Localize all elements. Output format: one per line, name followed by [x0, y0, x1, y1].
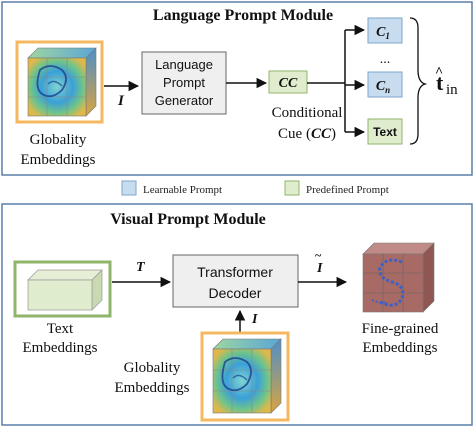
svg-text:~: ~: [315, 248, 322, 262]
legend-predefined-label: Predefined Prompt: [306, 184, 389, 196]
svg-text:^: ^: [435, 65, 443, 80]
legend-learnable-swatch: [121, 180, 137, 196]
language-prompt-module: Language Prompt Module Globality Embeddi…: [1, 1, 473, 176]
fine-grained-line2: Embeddings: [363, 340, 438, 356]
output-t-in: t ^ in: [435, 65, 458, 98]
legend-predefined-swatch: [284, 180, 300, 196]
prompt-brace: [409, 17, 428, 145]
language-prompt-generator-box: [141, 51, 227, 115]
prompt-cn-label: Cn: [376, 79, 390, 95]
text-embeddings-line1: Text: [47, 321, 74, 337]
cc-box: [268, 70, 308, 94]
arrow-label-i: I: [117, 93, 125, 109]
decoder-line1: Transformer: [197, 264, 273, 280]
prompt-text-label: Text: [373, 125, 397, 139]
globality-label-line1: Globality: [30, 132, 87, 148]
prompt-c1-box: [367, 17, 403, 44]
globality-embeddings-cube-top: [15, 40, 104, 124]
cc-box-label: CC: [279, 76, 298, 91]
prompt-text-box: [367, 118, 403, 145]
svg-text:t: t: [436, 70, 444, 95]
generator-line1: Language: [155, 57, 213, 72]
fine-grained-line1: Fine-grained: [362, 321, 439, 337]
text-embeddings-line2: Embeddings: [23, 340, 98, 356]
prompt-c1-label: C1: [376, 25, 390, 41]
cc-caption-line2: Cue (CC): [278, 126, 336, 142]
globality-embeddings-cube-bottom: [200, 331, 290, 422]
decoder-line2: Decoder: [209, 285, 262, 301]
text-embeddings-block: [13, 260, 112, 318]
legend-learnable-label: Learnable Prompt: [143, 184, 222, 196]
fine-grained-embeddings-cube: [362, 242, 435, 313]
globality-bottom-line1: Globality: [124, 360, 181, 376]
svg-text:in: in: [446, 82, 458, 98]
globality-bottom-line2: Embeddings: [115, 380, 190, 396]
svg-text:I: I: [316, 261, 323, 276]
prompt-dots: ...: [380, 52, 391, 67]
transformer-decoder-box: [172, 254, 299, 308]
arrow-i-tilde-label: I ~: [315, 248, 323, 276]
globality-label-line2: Embeddings: [21, 152, 96, 168]
generator-line2: Prompt: [163, 75, 205, 90]
visual-module-title: Visual Prompt Module: [110, 211, 266, 228]
branch-connectors: [307, 24, 366, 138]
language-module-title: Language Prompt Module: [153, 7, 333, 24]
prompt-cn-box: [367, 71, 403, 98]
arrow-i-label: I: [251, 312, 258, 327]
generator-line3: Generator: [155, 93, 214, 108]
arrow-t-label: T: [136, 260, 146, 275]
cc-caption-line1: Conditional: [272, 105, 343, 121]
visual-prompt-module: Visual Prompt Module Text Embeddings T T…: [1, 203, 473, 426]
legend: Learnable Prompt Predefined Prompt: [121, 180, 389, 196]
